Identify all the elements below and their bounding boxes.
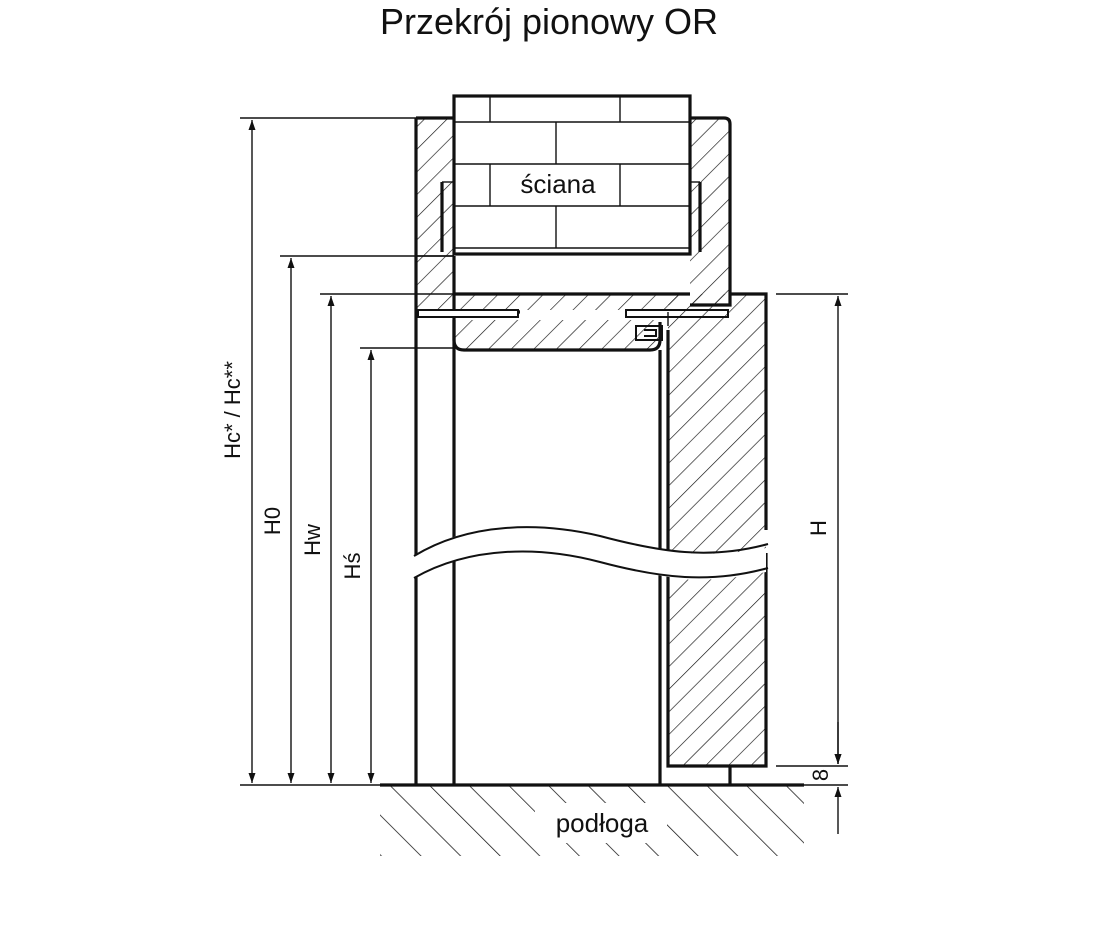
dim-label-hw: Hw: [300, 524, 325, 556]
dimensions: Hc* / Hc** H0 Hw Hś H 8: [220, 117, 848, 834]
diagram-title: Przekrój pionowy OR: [380, 1, 718, 42]
break-lines: [413, 525, 769, 580]
door-leaf: [666, 292, 768, 785]
wall-label: ściana: [520, 169, 596, 199]
dim-label-h: H: [806, 520, 831, 536]
dim-label-h0: H0: [260, 507, 285, 535]
dim-label-hs: Hś: [340, 553, 365, 580]
dim-label-hc: Hc* / Hc**: [220, 361, 245, 459]
dim-label-gap: 8: [808, 769, 833, 781]
floor-label: podłoga: [556, 808, 649, 838]
floor: podłoga: [380, 783, 804, 856]
wall: ściana: [452, 94, 692, 256]
